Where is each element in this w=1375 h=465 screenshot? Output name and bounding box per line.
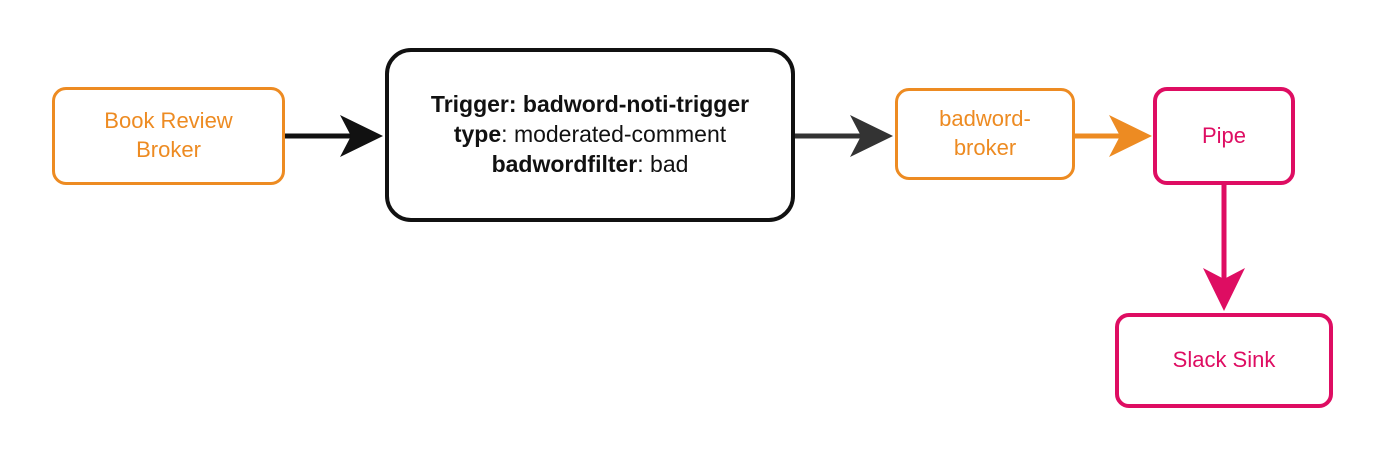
node-slack-sink[interactable]: Slack Sink bbox=[1115, 313, 1333, 408]
trigger-badwordfilter-value: bad bbox=[650, 150, 689, 177]
node-badword-broker-label: badword- broker bbox=[939, 106, 1031, 160]
node-slack-sink-label: Slack Sink bbox=[1172, 347, 1276, 373]
trigger-line-type: type: moderated-comment bbox=[399, 120, 781, 150]
node-trigger-label: Trigger: badword-noti-trigger type: mode… bbox=[389, 90, 791, 180]
trigger-type-sep: : bbox=[501, 121, 514, 148]
trigger-badwordfilter-sep: : bbox=[637, 150, 651, 177]
node-pipe-label: Pipe bbox=[1201, 122, 1247, 148]
trigger-line-name: Trigger: badword-noti-trigger bbox=[430, 91, 750, 118]
node-book-review-broker[interactable]: Book Review Broker bbox=[52, 87, 285, 185]
trigger-line-badwordfilter: badwordfilter: bad bbox=[399, 150, 781, 180]
trigger-type-key: type bbox=[453, 121, 502, 148]
node-pipe[interactable]: Pipe bbox=[1153, 87, 1295, 185]
node-trigger[interactable]: Trigger: badword-noti-trigger type: mode… bbox=[385, 48, 795, 222]
node-badword-broker[interactable]: badword- broker bbox=[895, 88, 1075, 180]
trigger-type-value: moderated-comment bbox=[513, 121, 727, 148]
node-book-review-broker-label: Book Review Broker bbox=[104, 108, 233, 162]
trigger-badwordfilter-key: badwordfilter bbox=[491, 150, 638, 177]
